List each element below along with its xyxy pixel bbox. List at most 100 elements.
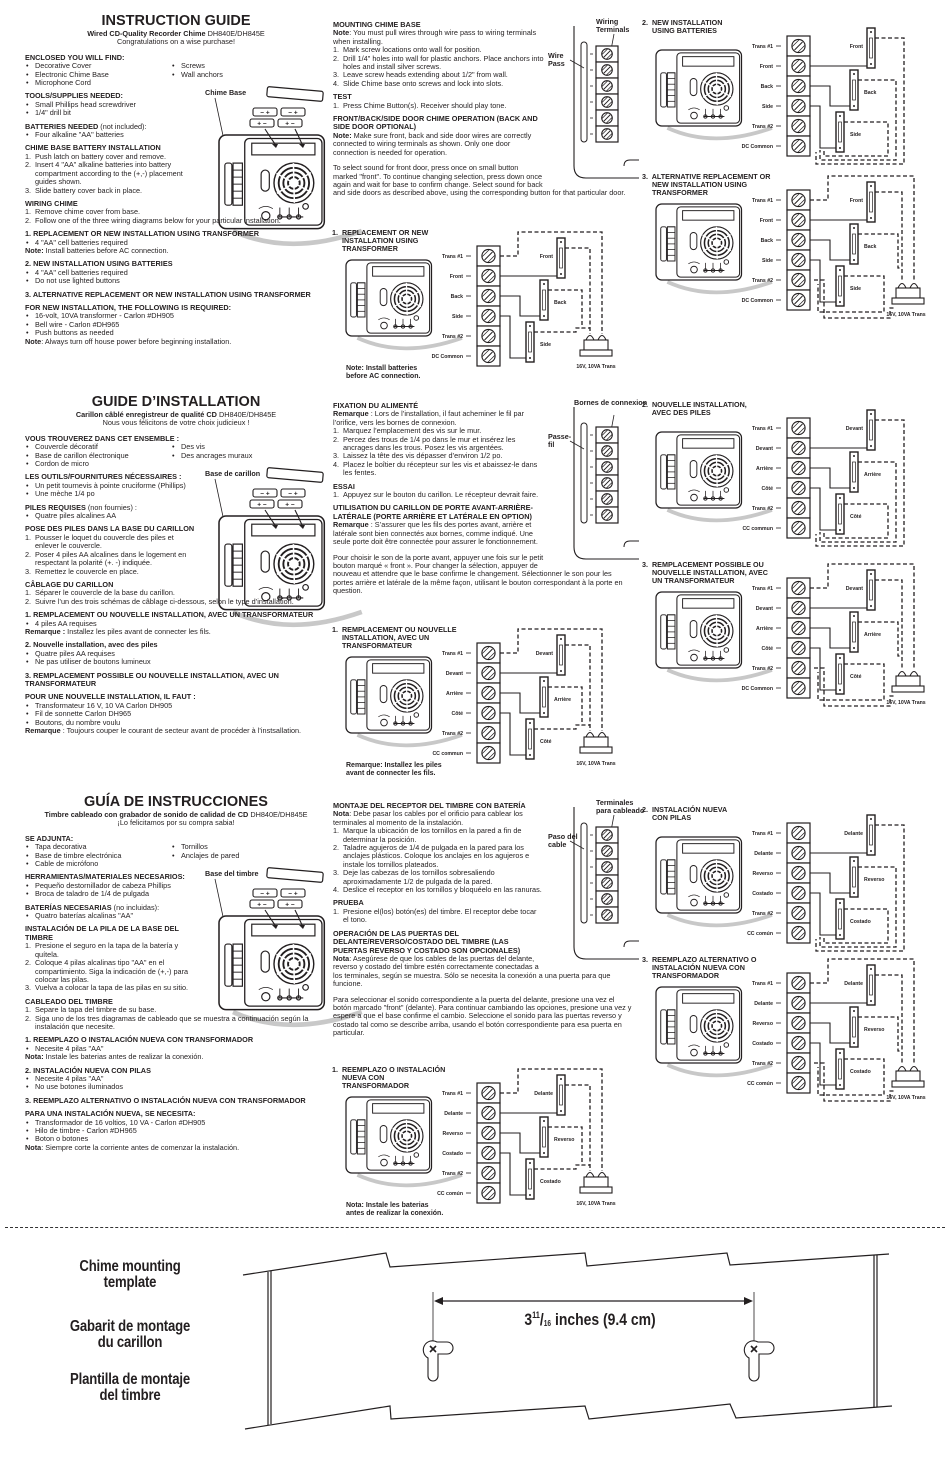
two-column-list: Tapa decorativaBase de timbre electrónic… xyxy=(25,843,317,869)
list-item: No use botones iluminados xyxy=(25,1083,317,1093)
note-label: Remarque : xyxy=(25,626,66,636)
list-item: 2.Suivre l’un des trois schémas de câbla… xyxy=(25,596,317,606)
note-label: Nota xyxy=(333,809,350,819)
solid-wire xyxy=(810,1042,836,1086)
heading-text: VOUS TROUVEREZ DANS CET ENSEMBLE : xyxy=(25,433,180,443)
terminal-label: Arrière xyxy=(756,626,773,632)
diagram-title: 1. REPLACEMENT OR NEW xyxy=(332,228,428,237)
section-heading: POSE DES PILES DANS LA BASE DU CARILLON xyxy=(25,525,317,533)
note-text: Install batteries before AC connection. xyxy=(43,245,169,255)
numbered-list: 1.Mark screw locations onto wall for pos… xyxy=(333,45,633,88)
section-heading: LES OUTILS/FOURNITURES NÉCESSAIRES : xyxy=(25,473,317,481)
terminal-label: CC común xyxy=(747,1081,773,1087)
item-text: Four alkaline "AA" batteries xyxy=(35,130,124,140)
heading-text: PRUEBA xyxy=(333,898,364,908)
item-number: 1. xyxy=(333,906,340,916)
diagram-note: antes de realizar la conexión. xyxy=(346,1210,443,1217)
item-text: Ne pas utiliser de boutons lumineux xyxy=(35,657,151,667)
item-text: Slide battery cover back in place. xyxy=(35,185,143,195)
svg-text:+ −: + − xyxy=(257,121,267,128)
door-label-back: Back xyxy=(864,90,877,96)
item-text: Necesite 4 pilas "AA" xyxy=(35,1073,104,1083)
list-item: 1.Marquez l’emplacement des vis sur le m… xyxy=(333,426,633,435)
doorbell-button-icon xyxy=(866,181,876,223)
list-item: Small Phillips head screwdriver xyxy=(25,100,317,110)
solid-wire xyxy=(810,239,850,261)
diagram-title: INSTALLATION, AVEC UN xyxy=(332,633,429,642)
terminal-label: Costado xyxy=(752,1041,773,1047)
list-item: Fil de sonnette Carlon DH965 xyxy=(25,709,317,719)
heading-suffix: (no incluidas): xyxy=(111,902,160,912)
paragraph: Pour choisir le son de la porte avant, a… xyxy=(333,552,623,596)
doorbell-button-icon xyxy=(835,265,845,307)
template-label-line: del timbre xyxy=(99,1387,161,1404)
heading-text: BATTERIES NEEDED xyxy=(25,121,99,131)
item-text: Suivre l’un des trois schémas de câblage… xyxy=(35,596,294,606)
door-label-front: Delante xyxy=(844,831,863,837)
diagram-title: 2. INSTALACIÓN NUEVA xyxy=(642,805,727,814)
numbered-list: 1.Séparer le couvercle de la base du car… xyxy=(25,588,317,606)
item-text: 4 "AA" cell batteries required xyxy=(35,267,128,277)
dashed-wire xyxy=(815,419,905,547)
item-text: Laissez la tête des vis dépasser d’envir… xyxy=(343,451,503,461)
section-heading: FRONT/BACK/SIDE DOOR CHIME OPERATION (BA… xyxy=(333,114,633,132)
dimension-numerator: 11 xyxy=(532,1310,540,1320)
item-text: Une mèche 1/4 po xyxy=(35,489,95,499)
list-item: Cable de micrófono xyxy=(25,859,171,869)
bullet-list: Four alkaline "AA" batteries xyxy=(25,130,317,140)
chime-base-unit xyxy=(655,49,773,141)
solid-wire xyxy=(500,315,526,359)
list-item: Des ancrages muraux xyxy=(171,451,317,461)
bullet-list: ScrewsWall anchors xyxy=(171,62,317,87)
left-instructions: ENCLOSED YOU WILL FIND:Decorative CoverE… xyxy=(25,52,363,346)
item-number: 1. xyxy=(25,532,32,542)
item-text: Hilo de timbre - Carlon #DH965 xyxy=(35,1126,137,1135)
dashed-wire xyxy=(817,1058,885,1096)
door-label-front: Devant xyxy=(536,651,554,657)
chime-base-unit xyxy=(655,431,773,523)
list-item: 4.Placez le boîtier du récepteur sur les… xyxy=(333,460,633,478)
note-text: : Debe pasar los cables por el orificio … xyxy=(333,809,523,827)
heading-text: 3. REMPLACEMENT POSSIBLE OU NOUVELLE INS… xyxy=(25,670,279,688)
section-heading: INSTALACIÓN DE LA PILA DE LA BASE DEL TI… xyxy=(25,925,317,942)
terminal-label: Trans #2 xyxy=(752,666,773,672)
terminal-label: Delante xyxy=(754,851,773,857)
item-number: 1. xyxy=(333,100,340,110)
list-item: 4.Slide Chime base onto screws and lock … xyxy=(333,79,633,88)
list-item: 3.Remettez le couvercle en place. xyxy=(25,566,317,576)
bullet-list: 4 "AA" cell batteries required xyxy=(25,238,317,248)
numbered-list: 1.Push latch on battery cover and remove… xyxy=(25,152,317,195)
item-text: 16-volt, 10VA transformer - Carlon #DH90… xyxy=(35,311,174,321)
wire-pass-label: Pass xyxy=(548,59,565,68)
item-text: Remettez le couvercle en place. xyxy=(35,566,139,576)
terminal-label: Arrière xyxy=(446,691,463,697)
door-label-side: Côté xyxy=(540,739,552,745)
diagram-title: TRANSFORMATEUR xyxy=(332,641,413,650)
doorbell-button-icon xyxy=(539,279,549,321)
solid-wire xyxy=(810,627,850,649)
keyhole-icon xyxy=(422,1340,454,1382)
terminal-label: Reverso xyxy=(753,871,773,877)
wire-pass-label: fil xyxy=(548,440,554,449)
item-number: 1. xyxy=(25,1005,32,1015)
dashed-wire xyxy=(810,175,915,282)
note: Note: Install batteries before AC connec… xyxy=(25,245,317,255)
list-item: Tornillos xyxy=(171,843,317,853)
terminal-label: Trans #1 xyxy=(752,831,773,837)
heading-text: ENCLOSED YOU WILL FIND: xyxy=(25,52,125,62)
transformer-label: 16V, 10VA Trans xyxy=(576,364,615,370)
note-label: Nota xyxy=(25,1142,42,1152)
heading-text: 2. Nouvelle installation, avec des piles xyxy=(25,640,158,650)
left-instructions: SE ADJUNTA:Tapa decorativaBase de timbre… xyxy=(25,834,363,1152)
doorbell-button-icon xyxy=(849,856,859,898)
item-text: Base de timbre electrónica xyxy=(35,850,122,860)
page-title: INSTRUCTION GUIDE xyxy=(101,13,251,29)
list-item: Hilo de timbre - Carlon #DH965 xyxy=(25,1126,317,1136)
model-number: DH840E/DH845E xyxy=(207,29,265,38)
dashed-wire xyxy=(500,1068,603,1171)
terminal-label: Side xyxy=(762,104,773,110)
wire-pass-label: Passe- xyxy=(548,432,572,441)
